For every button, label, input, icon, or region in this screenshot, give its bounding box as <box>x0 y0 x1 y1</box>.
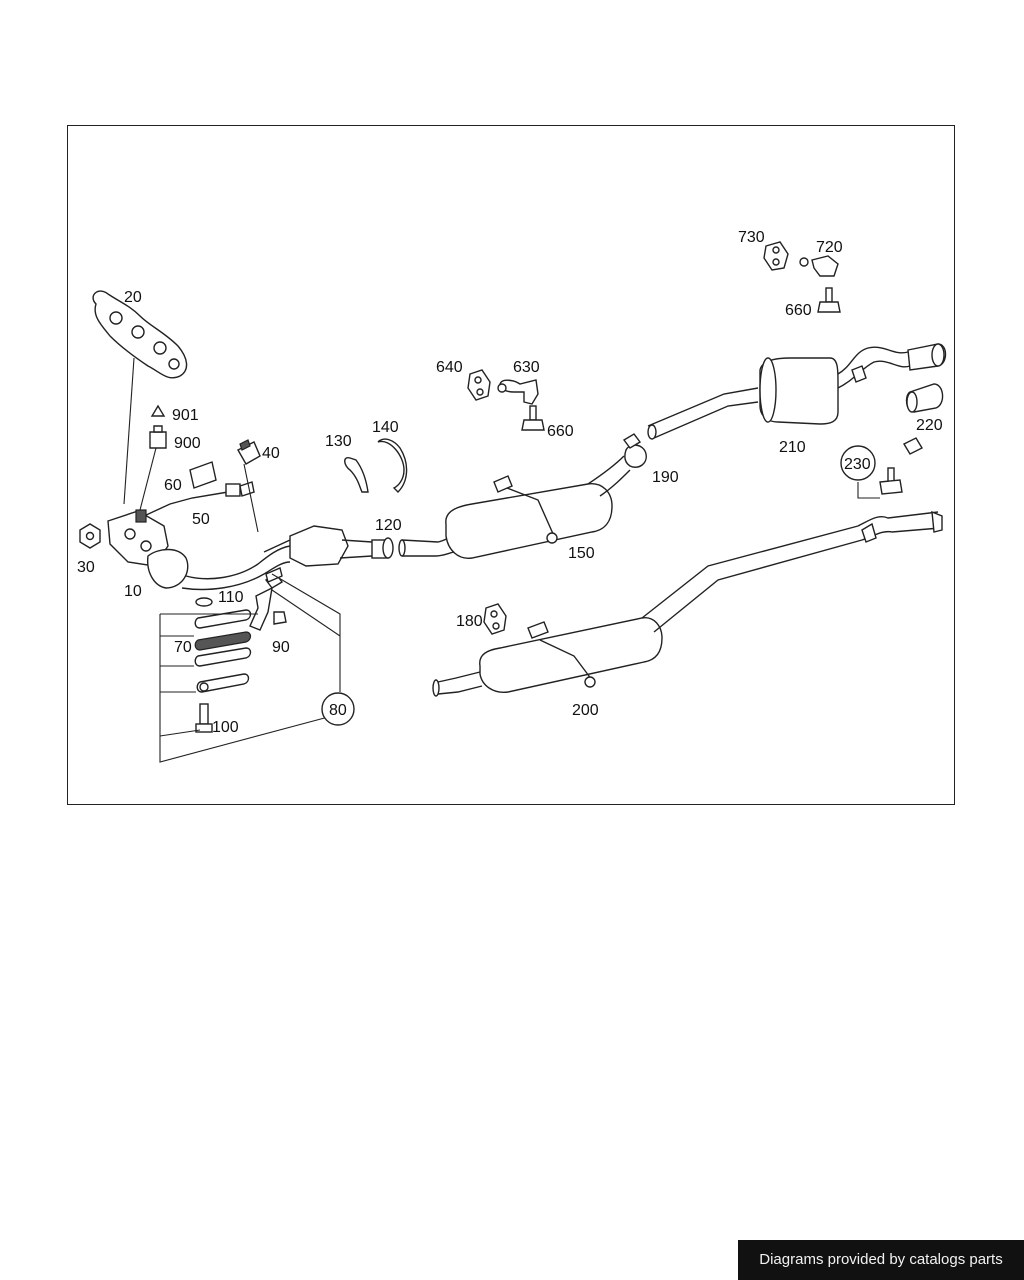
part-rear-muffler-upper <box>647 346 911 440</box>
callout-730: 730 <box>738 229 765 246</box>
callout-901: 901 <box>172 407 199 424</box>
part-clamp-130 <box>344 457 369 493</box>
part-hanger-190 <box>622 433 647 468</box>
callout-900: 900 <box>174 435 201 452</box>
part-rubber-mount-730 <box>763 241 789 271</box>
callout-40: 40 <box>262 445 280 462</box>
callout-50: 50 <box>192 511 210 528</box>
part-cap-901 <box>150 404 166 417</box>
part-bracket-720 <box>799 255 839 277</box>
part-clamp-140 <box>377 438 408 493</box>
part-rubber-mount-180 <box>483 603 507 635</box>
callout-circle-80 <box>321 692 355 726</box>
callout-210: 210 <box>779 439 806 456</box>
part-rear-muffler-assembly <box>432 510 943 697</box>
part-bracket-630 <box>497 379 539 405</box>
callout-10: 10 <box>124 583 142 600</box>
callout-130: 130 <box>325 433 352 450</box>
callout-20: 20 <box>124 289 142 306</box>
callout-640: 640 <box>436 359 463 376</box>
footer-credit: Diagrams provided by catalogs parts <box>738 1240 1024 1280</box>
part-clip-40 <box>237 439 261 465</box>
callout-120: 120 <box>375 517 402 534</box>
callout-660-rear: 660 <box>785 302 812 319</box>
callout-90: 90 <box>272 639 290 656</box>
part-front-muffler <box>445 455 631 559</box>
callout-140: 140 <box>372 419 399 436</box>
part-bolt-660-b <box>817 287 841 313</box>
part-sensor-holder-60 <box>189 461 217 489</box>
callout-220: 220 <box>916 417 943 434</box>
part-rubber-mount-640 <box>467 369 491 401</box>
exhaust-diagram-frame: 20 901 900 40 60 50 30 10 110 70 90 80 1… <box>67 125 955 805</box>
leader-lines <box>123 357 880 763</box>
part-manifold-gasket <box>92 290 188 379</box>
part-connector-900 <box>149 425 167 449</box>
callout-80: 80 <box>329 702 347 719</box>
part-seal-ring <box>382 532 465 559</box>
callout-660-front: 660 <box>547 423 574 440</box>
callout-30: 30 <box>77 559 95 576</box>
part-tailpipe-trim <box>905 343 947 413</box>
exhaust-diagram: 20 901 900 40 60 50 30 10 110 70 90 80 1… <box>77 229 947 763</box>
callout-70: 70 <box>174 639 192 656</box>
callout-630: 630 <box>513 359 540 376</box>
part-bolt-660-a <box>521 405 545 431</box>
callout-150: 150 <box>568 545 595 562</box>
callout-720: 720 <box>816 239 843 256</box>
part-nut <box>79 523 101 549</box>
part-sensor-kit <box>879 437 923 495</box>
part-exhaust-manifold <box>107 510 291 591</box>
callout-200: 200 <box>572 702 599 719</box>
callout-circle-230 <box>840 445 876 481</box>
callout-230: 230 <box>844 456 871 473</box>
callout-60: 60 <box>164 477 182 494</box>
callout-100: 100 <box>212 719 239 736</box>
callout-180: 180 <box>456 613 483 630</box>
part-catalytic-converter <box>263 525 389 567</box>
callout-190: 190 <box>652 469 679 486</box>
callout-110: 110 <box>218 589 244 606</box>
